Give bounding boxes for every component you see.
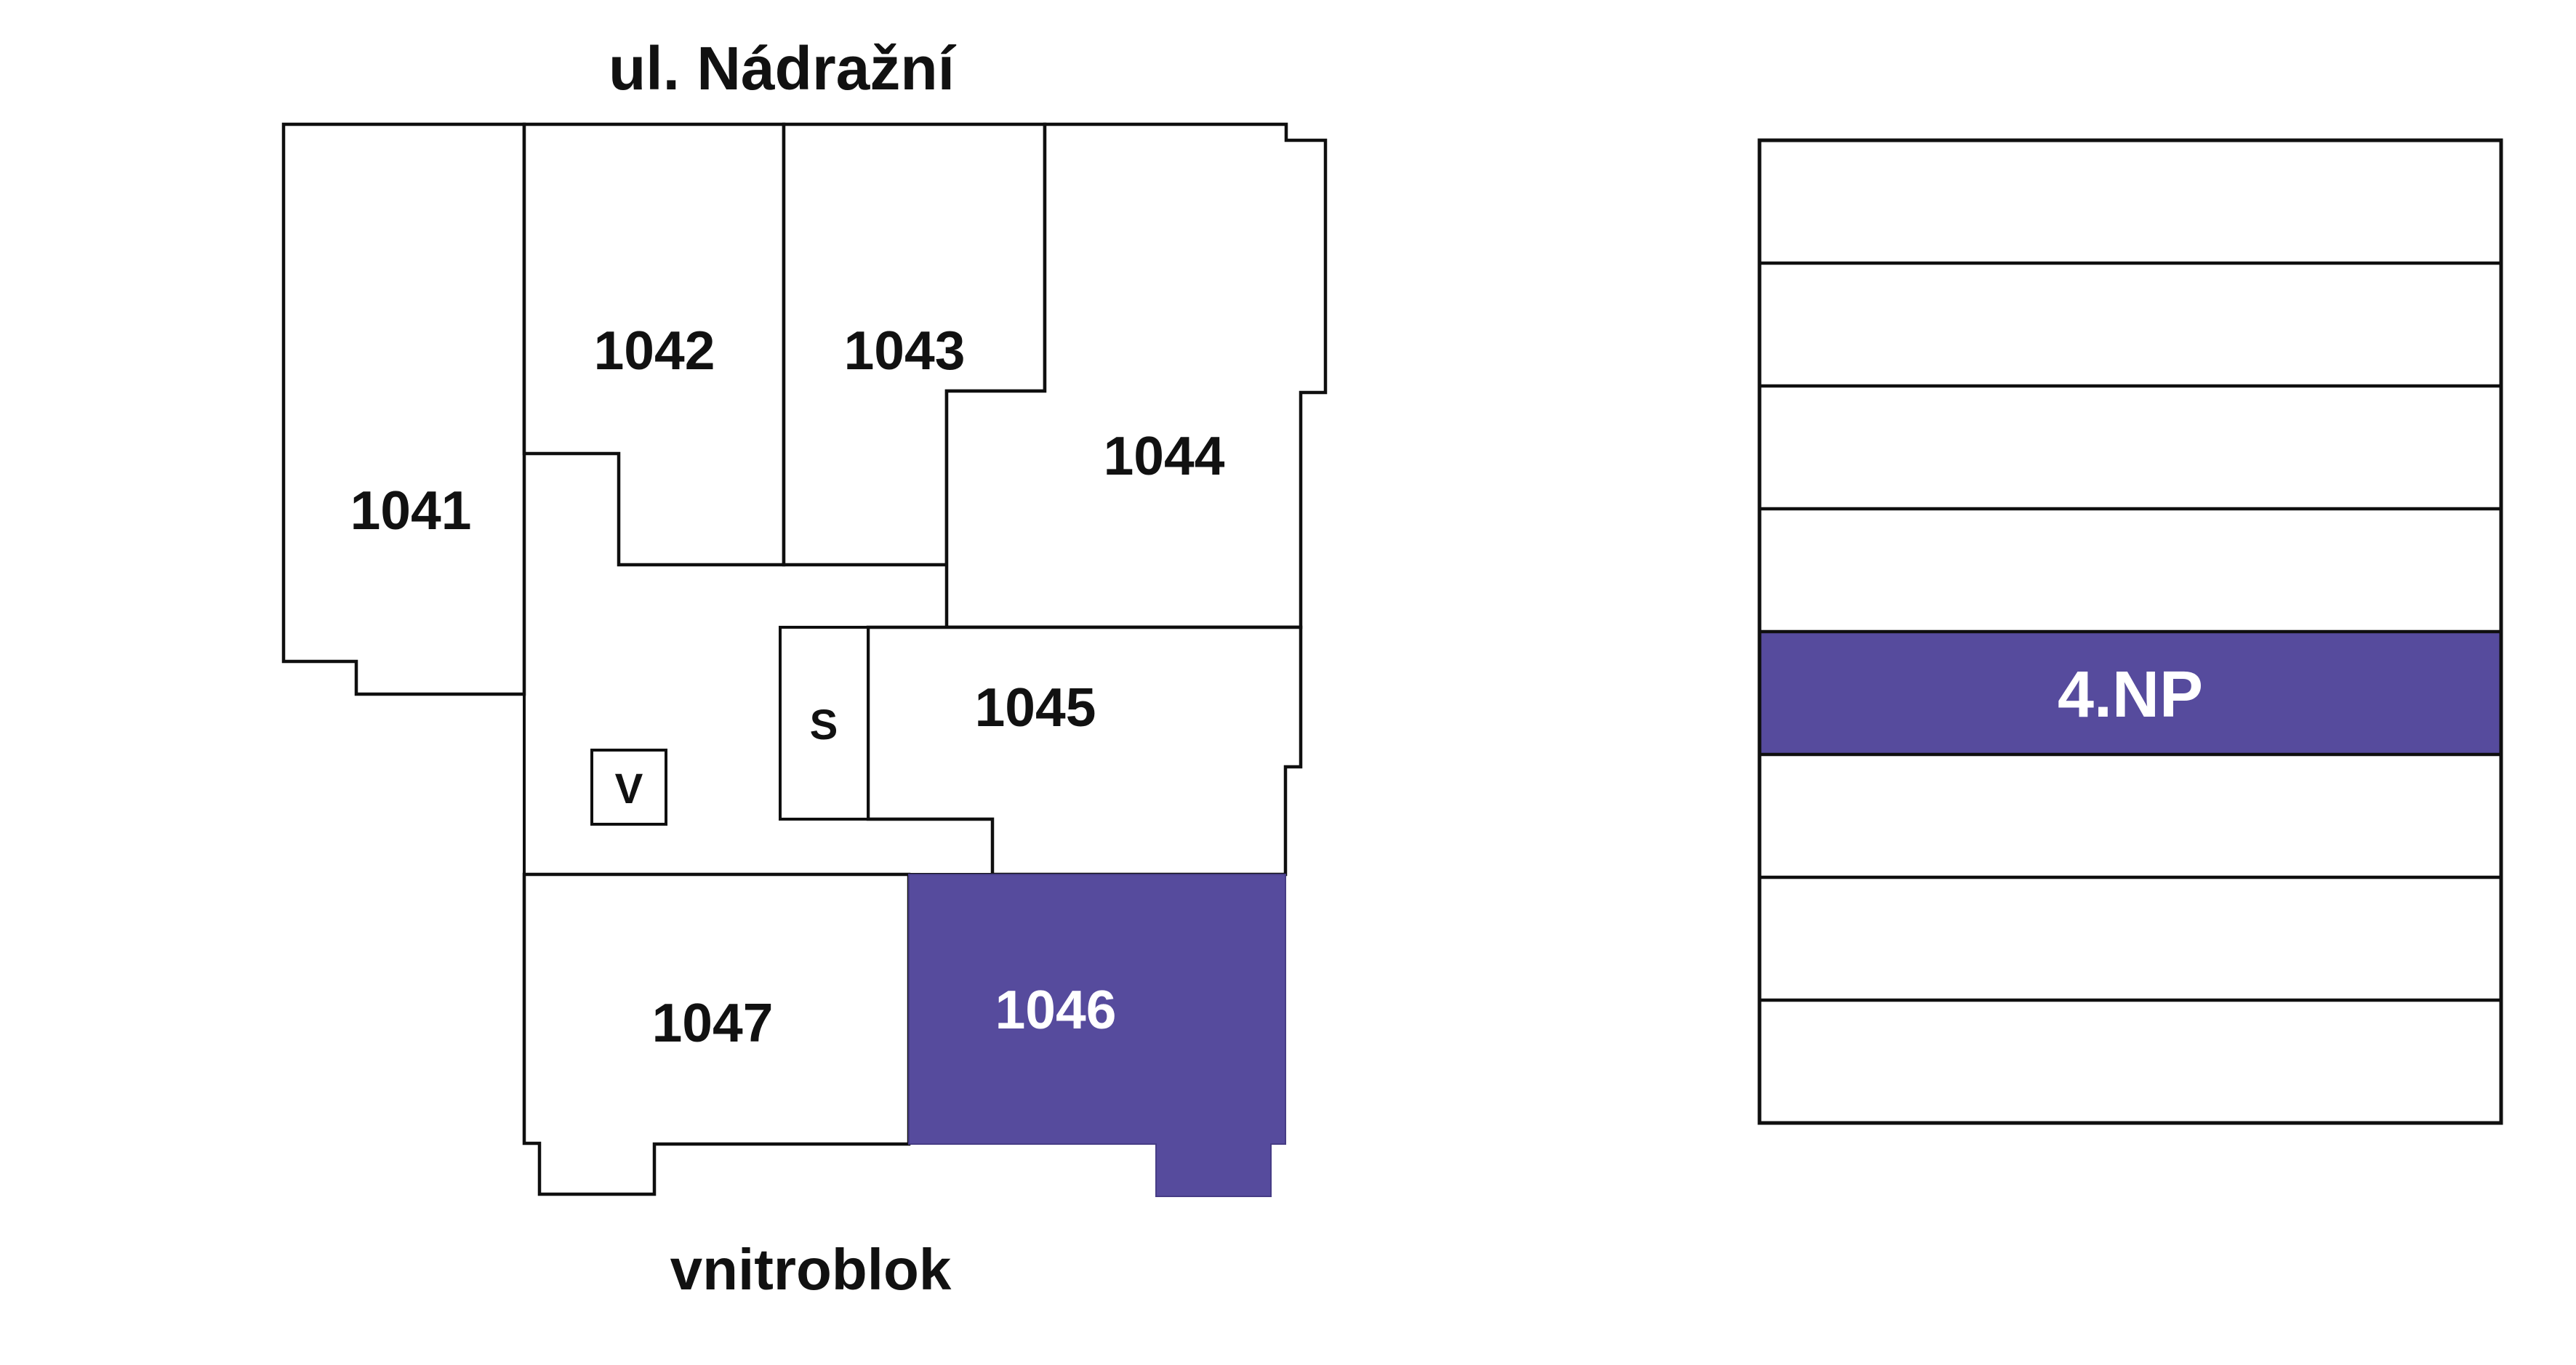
selected-floor-label: 4.NP [2058, 659, 2203, 731]
floor-row-2[interactable] [1760, 263, 2501, 386]
floor-row-selected[interactable] [1760, 632, 2501, 754]
courtyard-label: vnitroblok [670, 1237, 952, 1302]
floor-selector-frame [1757, 138, 2503, 1125]
unit-1043-label: 1043 [844, 320, 966, 381]
unit-1044-region[interactable]: 1044 [944, 122, 1328, 629]
room-v-label: V [615, 765, 643, 813]
room-v: V [590, 749, 667, 826]
unit-1041-label: 1041 [350, 480, 472, 541]
room-s: S [779, 626, 870, 821]
floor-row-4[interactable] [1760, 509, 2501, 632]
floor-row-1[interactable] [1760, 140, 2501, 263]
street-name-label: ul. Nádražní [609, 34, 957, 102]
unit-1044-label: 1044 [1104, 425, 1225, 486]
unit-1045-label: 1045 [975, 677, 1096, 738]
floor-row-7[interactable] [1760, 877, 2501, 1000]
floor-row-6[interactable] [1760, 754, 2501, 877]
unit-1046-label: 1046 [995, 979, 1117, 1040]
room-s-label: S [810, 701, 838, 749]
floor-row-3[interactable] [1760, 386, 2501, 509]
unit-1045-region[interactable]: 1045 [866, 625, 1303, 877]
unit-1042-label: 1042 [594, 320, 715, 381]
floor-selector: 4.NP [1757, 138, 2503, 1125]
unit-1046-region-selected[interactable]: 1046 [908, 874, 1286, 1197]
floor-row-8[interactable] [1760, 1000, 2501, 1123]
unit-1047-region[interactable]: 1047 [522, 872, 911, 1196]
unit-1041-region[interactable]: 1041 [281, 122, 526, 696]
unit-1047-label: 1047 [652, 992, 774, 1053]
